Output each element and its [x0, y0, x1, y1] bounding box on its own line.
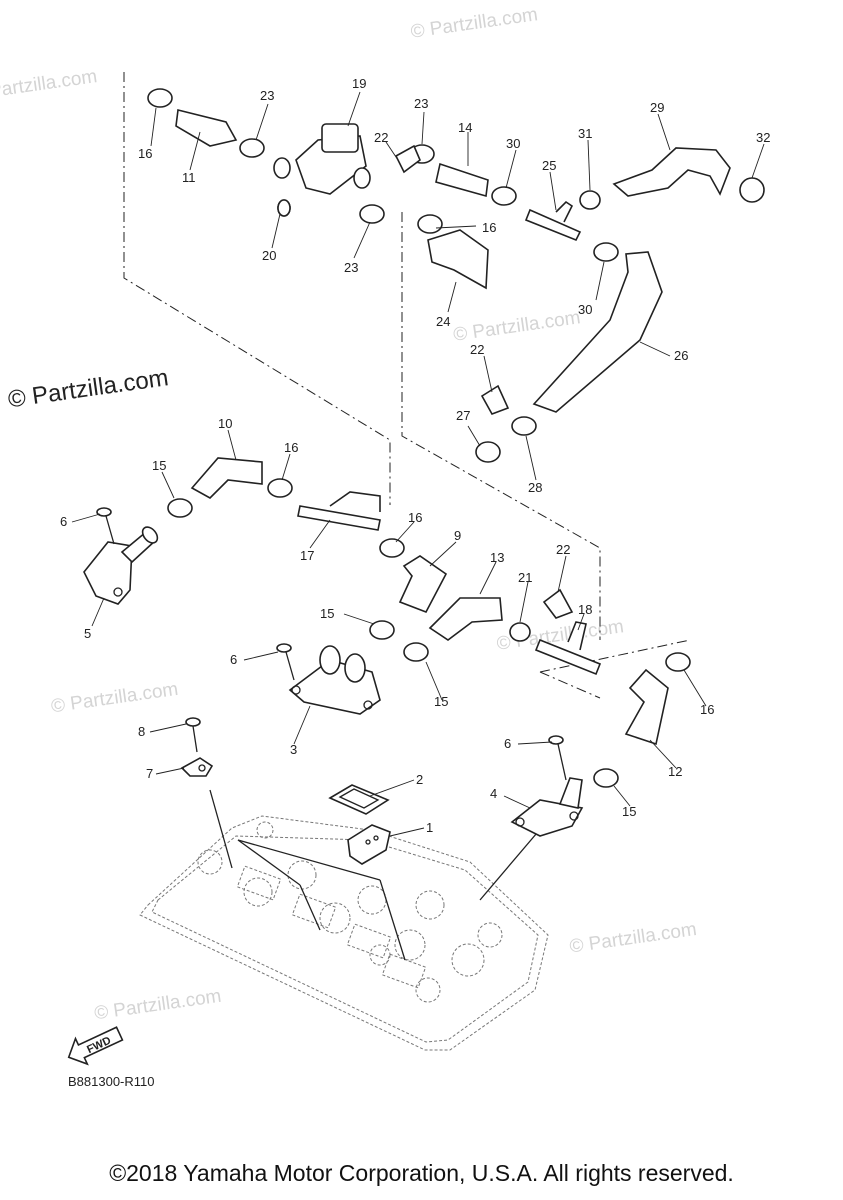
callout-8: 8 [138, 724, 145, 739]
callout-6: 6 [230, 652, 237, 667]
callout-26: 26 [674, 348, 688, 363]
callout-30: 30 [578, 302, 592, 317]
hose-clamps [147, 88, 691, 788]
callout-16: 16 [482, 220, 496, 235]
hose [428, 597, 503, 641]
callout-16: 16 [284, 440, 298, 455]
callout-25: 25 [542, 158, 556, 173]
callout-9: 9 [454, 528, 461, 543]
assembly-boundary-lines [123, 72, 691, 699]
callout-15: 15 [622, 804, 636, 819]
callout-31: 31 [578, 126, 592, 141]
callout-32: 32 [756, 130, 770, 145]
bracket [180, 757, 214, 777]
air-induction-cover-right [510, 777, 584, 837]
callout-15: 15 [320, 606, 334, 621]
bolt [548, 735, 567, 781]
watermark: © Partzilla.com [568, 919, 698, 958]
callout-6: 6 [60, 514, 67, 529]
hose [175, 109, 238, 147]
hose [532, 251, 663, 413]
callout-22: 22 [374, 130, 388, 145]
watermark: © Partzilla.com [0, 66, 98, 105]
callout-29: 29 [650, 100, 664, 115]
callout-numbers: 16 11 23 19 22 23 14 30 25 31 29 32 20 2… [60, 76, 770, 835]
callout-3: 3 [290, 742, 297, 757]
bolt [276, 643, 295, 681]
callout-11: 11 [182, 170, 196, 185]
hose [398, 555, 448, 614]
callout-16: 16 [700, 702, 714, 717]
hose [612, 147, 731, 197]
cylinder-head-cover [139, 789, 549, 1051]
bolt [96, 507, 115, 545]
callout-20: 20 [262, 248, 276, 263]
callout-16: 16 [138, 146, 152, 161]
fwd-arrow: FWD [67, 1026, 124, 1066]
o-ring [277, 199, 291, 217]
fwd-label: FWD [85, 1035, 113, 1056]
callout-15: 15 [152, 458, 166, 473]
callout-22: 22 [470, 342, 484, 357]
joint-pipe [297, 491, 381, 531]
reed-valve-plate [328, 784, 390, 815]
callout-4: 4 [490, 786, 497, 801]
callout-23: 23 [344, 260, 358, 275]
callout-14: 14 [458, 120, 472, 135]
air-induction-cover-middle [288, 645, 381, 715]
hose [427, 229, 489, 290]
callout-13: 13 [490, 550, 504, 565]
hose [435, 162, 489, 198]
callout-7: 7 [146, 766, 153, 781]
cap [475, 441, 501, 463]
air-cut-off-valve [273, 123, 371, 217]
watermark: © Partzilla.com [452, 307, 582, 346]
leader-lines [71, 91, 765, 837]
hose [624, 668, 669, 746]
callout-12: 12 [668, 764, 682, 779]
hose [190, 457, 263, 499]
watermark-large: © Partzilla.com [6, 364, 170, 413]
bolt [185, 717, 201, 753]
watermark: © Partzilla.com [93, 986, 223, 1025]
callout-1: 1 [426, 820, 433, 835]
callout-2: 2 [416, 772, 423, 787]
callout-23: 23 [414, 96, 428, 111]
callout-15: 15 [434, 694, 448, 709]
callout-19: 19 [352, 76, 366, 91]
callout-21: 21 [518, 570, 532, 585]
callout-10: 10 [218, 416, 232, 431]
clip-brackets [394, 144, 574, 619]
diagram-reference-code: B881300-R110 [68, 1074, 155, 1089]
callout-24: 24 [436, 314, 450, 329]
air-induction-cover-left [83, 526, 159, 605]
callout-23: 23 [260, 88, 274, 103]
copyright-notice: ©2018 Yamaha Motor Corporation, U.S.A. A… [109, 1160, 734, 1186]
callout-16: 16 [408, 510, 422, 525]
callout-27: 27 [456, 408, 470, 423]
cap-end [579, 177, 765, 210]
joint-pipe [524, 200, 582, 242]
callout-22: 22 [556, 542, 570, 557]
callout-18: 18 [578, 602, 592, 617]
callout-6: 6 [504, 736, 511, 751]
callout-17: 17 [300, 548, 314, 563]
watermark: © Partzilla.com [50, 679, 180, 718]
reed-valve [347, 824, 391, 865]
joint-pipe [534, 621, 602, 676]
watermark: © Partzilla.com [409, 4, 539, 43]
callout-28: 28 [528, 480, 542, 495]
callout-30: 30 [506, 136, 520, 151]
callout-5: 5 [84, 626, 91, 641]
